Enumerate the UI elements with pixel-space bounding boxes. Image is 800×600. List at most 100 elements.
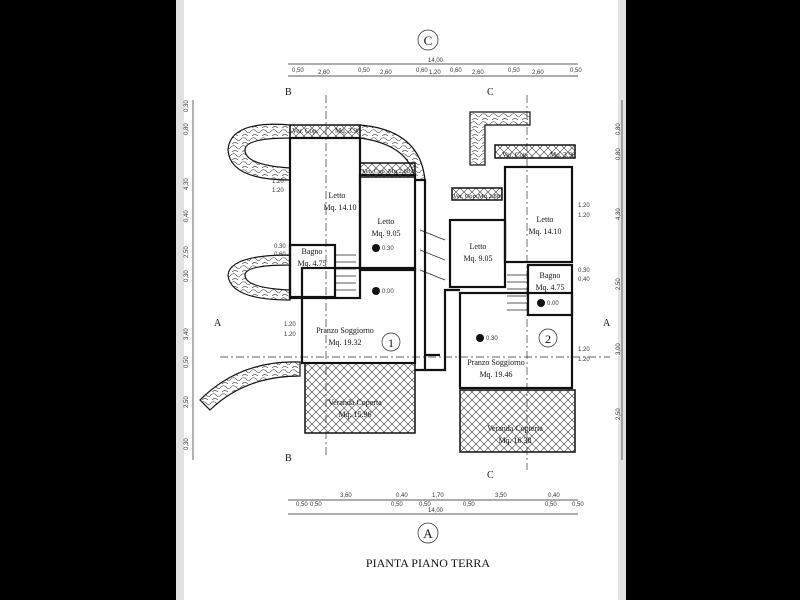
room-name: Ver. Cop.: [453, 193, 478, 200]
room-area: Mq. 19.46: [479, 370, 512, 379]
dim: 0,50: [292, 68, 304, 74]
dim: 0,80: [616, 123, 622, 135]
dim: 2,50: [616, 278, 622, 290]
room-area: Mq. 9.05: [463, 254, 492, 263]
dim: 2,60: [472, 70, 484, 76]
unit-number-badge: [538, 328, 558, 348]
stone-planter: [227, 123, 291, 181]
level-value: 0.00: [382, 289, 394, 295]
dim: 0,30: [184, 100, 190, 112]
dim: 0,50: [419, 502, 431, 508]
dim: 3,60: [340, 493, 352, 499]
dim: 0,30: [184, 438, 190, 450]
room-area: Mq. 14.10: [528, 227, 561, 236]
elevation-marker-top: C: [417, 29, 439, 51]
window-dim: 1.20: [284, 332, 296, 338]
stairs: [507, 274, 527, 311]
dim: 1,20: [429, 70, 441, 76]
dim: 0,50: [572, 502, 584, 508]
room-area: Mq. 16.38: [498, 436, 531, 445]
dim: 0,80: [184, 123, 190, 135]
dim: 0,80: [616, 148, 622, 160]
room-name: Letto: [537, 215, 554, 224]
dim: 0,40: [548, 493, 560, 499]
room-area: Mq. 15.96: [338, 410, 371, 419]
dim: 4,30: [616, 208, 622, 220]
section-label: A: [214, 318, 222, 329]
window-dim: 1.20: [578, 203, 590, 209]
room-name: Pranzo Soggiorno: [467, 358, 525, 367]
stairs: [419, 229, 446, 281]
room-name: Veranda Copterta: [487, 424, 543, 433]
bottom-dimension-line: 3,60 0,40 1,70 3,50 0,40 0,50 0,50 0,50 …: [288, 493, 584, 515]
dim: 0,50: [570, 68, 582, 74]
room-area: Mq. 19.32: [328, 338, 361, 347]
level-value: 0.30: [486, 336, 498, 342]
room-name: Letto: [378, 217, 395, 226]
dim: 0,50: [296, 502, 308, 508]
section-label: C: [487, 87, 494, 98]
stone-wall: [199, 361, 301, 411]
veranda: [459, 389, 576, 453]
room-name: Pranzo Soggiorno: [316, 326, 374, 335]
dim: 0,50: [508, 68, 520, 74]
room-area: Mq.2.88: [478, 193, 500, 200]
dim: 0,60: [416, 68, 428, 74]
left-dimension-line: 0,30 0,80 4,30 0,40 2,50 0,30 3,40 0,50 …: [184, 100, 194, 460]
room-area: Mq.2.88: [388, 168, 410, 175]
dim: 0,60: [450, 68, 462, 74]
dim: 0,40: [396, 493, 408, 499]
room-name: Ver. Cop.: [292, 127, 319, 135]
window-dim: 1.20: [284, 322, 296, 328]
right-dimension-line: 0,80 0,80 4,30 2,50 3,00 2,50: [616, 100, 623, 460]
section-label: B: [285, 87, 292, 98]
dim-total: 14,00: [428, 58, 444, 64]
room-name: Veranda Coperta: [328, 398, 382, 407]
room-name: Ver. Cop.: [502, 151, 529, 159]
window-dim: 0.30: [578, 268, 590, 274]
dim: 3,50: [495, 493, 507, 499]
dim: 2,60: [318, 70, 330, 76]
elevation-label: A: [423, 526, 433, 541]
dim: 2,60: [532, 70, 544, 76]
window-dim: 1.20: [272, 179, 284, 185]
room-area: Mq. 9.05: [371, 229, 400, 238]
level-marker-icon: [372, 287, 380, 295]
dim: 3,00: [616, 343, 622, 355]
stone-wall: [469, 111, 531, 166]
stairs: [336, 254, 356, 291]
unit-1: 1 Ver. Cop. Mq. 3.96 Letto Mq. 14.10 Ver…: [199, 123, 446, 434]
window-dim: 1.20: [578, 357, 590, 363]
stone-planter: [227, 254, 291, 301]
section-label: A: [603, 318, 611, 329]
window-dim: 1.20: [578, 347, 590, 353]
dim: 0,50: [310, 502, 322, 508]
dim: 1,70: [432, 493, 444, 499]
dim: 0,30: [184, 270, 190, 282]
room-letto: [288, 136, 362, 300]
dim: 0,50: [463, 502, 475, 508]
unit-2: 2 Ver. Cop. Mq. 3.96 Ver. Cop. Mq.2.88 L…: [425, 111, 590, 453]
level-value: 0.00: [547, 301, 559, 307]
room-letto: [503, 165, 574, 264]
window-dim: 0.40: [578, 277, 590, 283]
window-dim: 1.20: [272, 188, 284, 194]
level-marker-icon: [372, 244, 380, 252]
sheet-edge: [176, 0, 184, 600]
dim: 4,30: [184, 178, 190, 190]
level-value: 0.30: [382, 246, 394, 252]
dim: 2,50: [184, 246, 190, 258]
level-marker-icon: [537, 299, 545, 307]
dim: 2,50: [616, 408, 622, 420]
dim-total: 14,00: [428, 508, 444, 514]
room-name: Bagno: [302, 247, 323, 256]
top-dimension-line: 14,00 0,50 2,60 0,50 2,60 0,60 1,20 0,60…: [288, 58, 582, 77]
section-label: C: [487, 470, 494, 481]
room-area: Mq. 4.75: [535, 283, 564, 292]
unit-number: 1: [388, 336, 394, 350]
plan-title: PIANTA PIANO TERRA: [366, 556, 490, 570]
window-dim: 1.20: [578, 213, 590, 219]
room-area: Mq. 3.96: [550, 151, 576, 159]
